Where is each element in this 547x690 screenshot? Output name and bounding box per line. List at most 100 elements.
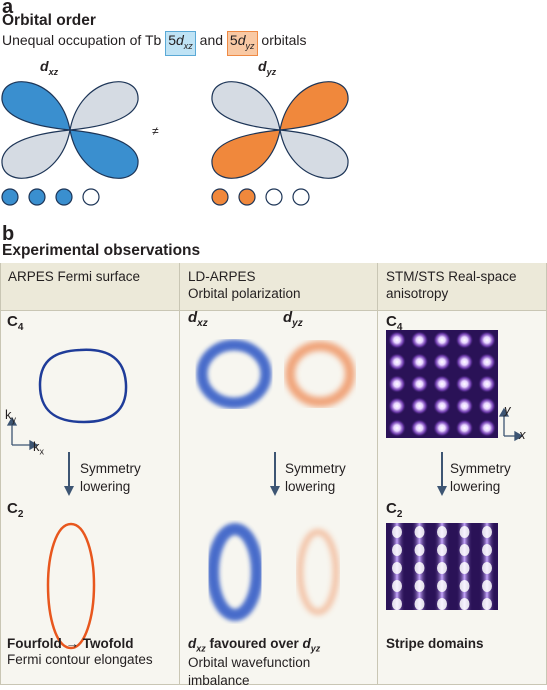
panel-a-letter: a (2, 0, 14, 18)
dyz-orbital (211, 81, 349, 179)
dyz-occupation-row (211, 188, 310, 206)
col2-caption: dxz favoured over dyz Orbital wavefuncti… (188, 636, 320, 690)
dxz-lobe-bottom-right (69, 129, 139, 179)
stm-atom-spot (410, 419, 429, 437)
stm-stripe-spot (414, 580, 425, 592)
kx-label: kx (33, 439, 44, 457)
stm-graphics (386, 330, 524, 610)
ld-arpes-graphics (196, 339, 355, 621)
col-ld-arpes-title: LD-ARPES Orbital polarization (180, 264, 377, 306)
dxz-lobe-top-left (1, 81, 71, 131)
stm-atom-spot (478, 375, 496, 393)
dxz-lobe-top-right (69, 81, 139, 131)
stm-atom-spot (478, 353, 496, 371)
stm-atom-spot (455, 397, 474, 415)
col-arpes-title: ARPES Fermi surface (0, 264, 179, 289)
fermi-contour-c4 (38, 348, 128, 424)
dyz-lobe-bottom-right (279, 129, 349, 179)
stm-stripe-spot (459, 562, 470, 574)
subtitle-text: Unequal occupation of Tb (2, 32, 166, 48)
col-title-line: Orbital polarization (188, 286, 301, 301)
panel-b-title: Experimental observations (2, 242, 201, 259)
stm-atom-spot (455, 419, 474, 437)
stm-atom-spot (433, 353, 451, 371)
stm-stripe-spot (437, 526, 447, 538)
column-divider (377, 263, 378, 685)
stm-atom-spot (433, 375, 451, 393)
c4-label: C4 (386, 313, 403, 333)
stm-stripe-spot (482, 580, 492, 592)
down-arrow-icon (64, 452, 74, 496)
stm-stripe-spot (459, 526, 470, 538)
stm-atom-spot (478, 419, 496, 437)
col1-caption: Fourfold → Twofold Fermi contour elongat… (7, 636, 153, 669)
dxz-electron-filled (1, 188, 19, 206)
stm-stripe-spot (482, 562, 492, 574)
stm-stripe-spot (437, 580, 447, 592)
stm-atom-spot (478, 331, 496, 349)
ld-ring-dyz-c4 (285, 341, 355, 407)
stm-stripe-spot (414, 526, 425, 538)
stm-atom-spot (433, 331, 451, 349)
dxz-electron-empty (82, 188, 100, 206)
stm-c4-dots (388, 331, 496, 437)
stm-stripe-spot (392, 544, 402, 556)
stm-stripe-spot (482, 544, 492, 556)
stm-atom-spot (410, 397, 429, 415)
stm-atom-spot (478, 397, 496, 415)
dyz-electron-filled (238, 188, 256, 206)
col-title-line: anisotropy (386, 286, 449, 301)
col1-caption-bold: Fourfold → Twofold (7, 636, 134, 651)
ky-label: ky (5, 407, 16, 425)
fermi-contour-c2 (46, 522, 96, 650)
c2-label: C2 (7, 500, 24, 520)
stm-stripe-spot (482, 598, 492, 610)
panel-a-subtitle: Unequal occupation of Tb 5dxz and 5dyz o… (2, 31, 307, 56)
column-divider (179, 263, 180, 685)
k-axes (6, 416, 39, 451)
stm-stripe-spot (414, 598, 425, 610)
stm-stripe-spot (459, 598, 470, 610)
c2-label: C2 (386, 500, 403, 520)
stm-atom-spot (388, 397, 406, 415)
dxz-electron-filled (28, 188, 46, 206)
ld-ring-dxz-c2 (207, 523, 263, 621)
stm-atom-spot (433, 419, 451, 437)
subtitle-and: and (195, 32, 227, 48)
col2-caption-text: Orbital wavefunction (188, 654, 311, 670)
down-arrow-icon (270, 452, 280, 496)
stm-stripe-spot (437, 544, 447, 556)
stm-atom-spot (455, 375, 474, 393)
dxz-label: dxz (40, 58, 59, 77)
col-title-line: LD-ARPES (188, 269, 256, 284)
stm-stripe-spot (392, 526, 402, 538)
stm-stripe-spot (414, 544, 425, 556)
table-header (1, 263, 546, 311)
col3-caption-bold: Stripe domains (386, 636, 484, 651)
col-title-line: ARPES Fermi surface (8, 269, 141, 284)
dyz-lobe-top-left (211, 81, 281, 131)
dxz-electron-filled (55, 188, 73, 206)
stm-atom-spot (388, 375, 406, 393)
x-axis-label: x (519, 427, 526, 442)
stm-stripe-spot (482, 526, 492, 538)
stm-atom-spot (433, 397, 451, 415)
stm-atom-spot (455, 353, 474, 371)
arpes-column-graphics (6, 348, 128, 650)
stm-stripe-spot (392, 562, 402, 574)
c4-label: C4 (7, 313, 24, 333)
ld-ring-dxz-c4 (196, 339, 272, 409)
stm-stripe-spot (437, 562, 447, 574)
dyz-electron-empty (292, 188, 310, 206)
stm-atom-spot (455, 331, 474, 349)
stm-stripe-spot (392, 598, 402, 610)
ld-dyz-label: dyz (283, 309, 303, 329)
stm-stripe-spot (437, 598, 447, 610)
dyz-highlight: 5dyz (226, 31, 258, 56)
col2-caption-text: imbalance (188, 672, 250, 688)
ld-dxz-label: dxz (188, 309, 208, 329)
col1-caption-text: Fermi contour elongates (7, 652, 153, 667)
